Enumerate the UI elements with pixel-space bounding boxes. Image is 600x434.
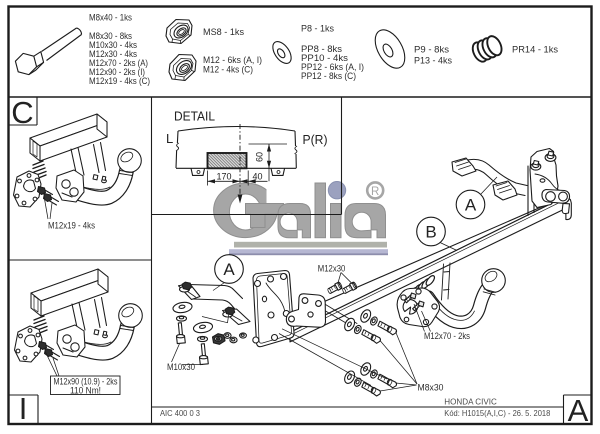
svg-text:40: 40 <box>252 172 262 182</box>
svg-text:DETAIL: DETAIL <box>174 109 215 124</box>
svg-text:M12x19 - 4ks (C): M12x19 - 4ks (C) <box>89 76 150 87</box>
svg-text:60: 60 <box>255 152 265 162</box>
svg-text:B: B <box>425 223 436 242</box>
svg-text:PR14 - 1ks: PR14 - 1ks <box>512 45 558 56</box>
svg-text:P8 - 1ks: P8 - 1ks <box>301 24 334 35</box>
svg-text:C: C <box>11 95 33 130</box>
svg-text:L: L <box>166 131 173 146</box>
svg-text:P9 - 8ks: P9 - 8ks <box>414 45 449 56</box>
svg-text:AIC 400 0 3: AIC 400 0 3 <box>160 408 200 418</box>
svg-text:M12 - 4ks (C): M12 - 4ks (C) <box>203 65 253 76</box>
svg-text:R: R <box>371 186 379 198</box>
svg-text:A: A <box>568 393 589 428</box>
svg-text:M12x30 - 4ks: M12x30 - 4ks <box>89 49 137 60</box>
svg-text:PP10 - 4ks: PP10 - 4ks <box>301 53 348 64</box>
svg-text:P(R): P(R) <box>303 133 328 147</box>
svg-text:M10x30: M10x30 <box>167 362 195 373</box>
svg-text:110 Nm!: 110 Nm! <box>70 386 101 396</box>
svg-text:M12x70 - 2ks (A): M12x70 - 2ks (A) <box>89 58 148 69</box>
svg-text:M12x90 - 2ks (I): M12x90 - 2ks (I) <box>89 67 145 78</box>
svg-text:M8x30 - 8ks: M8x30 - 8ks <box>89 31 132 42</box>
svg-text:PP8 - 8ks: PP8 - 8ks <box>301 44 342 55</box>
svg-text:P13 - 4ks: P13 - 4ks <box>414 56 452 67</box>
svg-text:A: A <box>223 260 235 279</box>
svg-text:PP12 - 8ks (C): PP12 - 8ks (C) <box>301 71 356 82</box>
svg-text:M12x19 - 4ks: M12x19 - 4ks <box>48 221 95 232</box>
svg-text:M8x40 - 1ks: M8x40 - 1ks <box>89 13 132 24</box>
svg-text:M12 - 6ks (A, I): M12 - 6ks (A, I) <box>203 55 262 66</box>
svg-text:I: I <box>19 391 28 426</box>
svg-text:M12x70 - 2ks: M12x70 - 2ks <box>424 331 470 342</box>
svg-text:M12x90 (10.9) - 2ks: M12x90 (10.9) - 2ks <box>54 377 118 387</box>
svg-text:M10x30 - 4ks: M10x30 - 4ks <box>89 40 137 51</box>
svg-text:PP12 - 6ks (A, I): PP12 - 6ks (A, I) <box>301 62 364 73</box>
svg-text:M12x30: M12x30 <box>318 264 346 275</box>
svg-text:HONDA CIVIC: HONDA CIVIC <box>444 397 497 407</box>
svg-text:M8x30: M8x30 <box>418 383 444 394</box>
svg-text:MS8 - 1ks: MS8 - 1ks <box>203 27 244 38</box>
svg-text:A: A <box>465 196 477 215</box>
svg-text:Kód: H1015(A,I,C) - 26. 5. 201: Kód: H1015(A,I,C) - 26. 5. 2018 <box>444 408 550 418</box>
svg-text:170: 170 <box>216 172 231 182</box>
